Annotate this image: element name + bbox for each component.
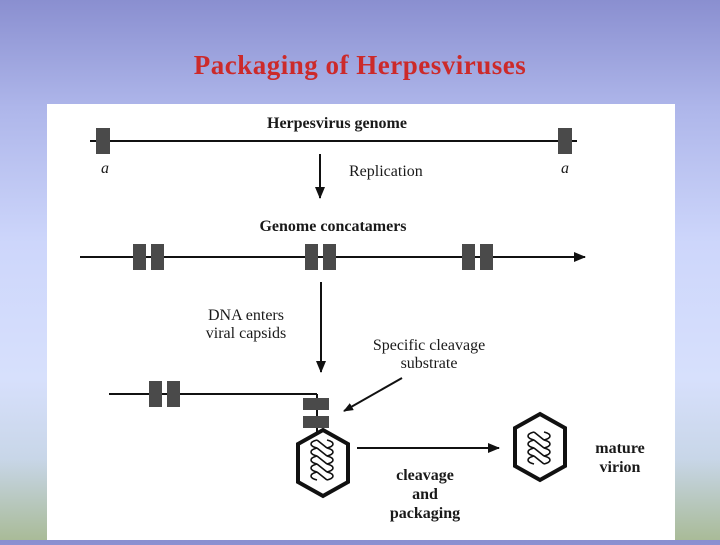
dna-enters-label-line2: viral capsids: [206, 325, 286, 342]
cleavage-label-line2: and: [412, 486, 438, 503]
cleavage-substrate-label-line1: Specific cleavage: [373, 337, 485, 354]
concatamer-block: [462, 244, 475, 270]
genome-label: Herpesvirus genome: [267, 115, 407, 132]
concatamer-block: [323, 244, 336, 270]
feeding-block: [167, 381, 180, 407]
concatamer-block: [133, 244, 146, 270]
terminal-label-right: a: [561, 160, 569, 177]
feeding-block: [149, 381, 162, 407]
slide-title: Packaging of Herpesviruses: [193, 50, 527, 80]
cleavage-label-line1: cleavage: [396, 467, 454, 484]
dna-enters-label-line1: DNA enters: [208, 307, 284, 324]
mature-label-line2: virion: [600, 459, 641, 476]
mature-capsid: [513, 411, 567, 483]
cleavage-substrate-label-line2: substrate: [401, 355, 458, 372]
cleavage-site-block: [303, 416, 329, 428]
replication-label: Replication: [349, 163, 423, 180]
cleavage-site-block: [303, 398, 329, 410]
concatamer-block: [151, 244, 164, 270]
cleavage-substrate-arrow: [343, 377, 403, 412]
packaging-diagram: Herpesvirus genome a a Replication Genom…: [80, 115, 645, 522]
concatamer-block: [480, 244, 493, 270]
terminal-repeat-right: [558, 128, 572, 154]
concatamers-label: Genome concatamers: [259, 218, 406, 235]
terminal-repeat-left: [96, 128, 110, 154]
capsid-filling: [296, 427, 350, 499]
concatamer-block: [305, 244, 318, 270]
mature-dna-coil: [527, 431, 551, 465]
diagram-panel: Herpesvirus genome a a Replication Genom…: [47, 104, 675, 540]
mature-label-line1: mature: [595, 440, 644, 457]
packaged-dna-coil: [310, 439, 334, 481]
cleavage-label-line3: packaging: [390, 505, 460, 522]
terminal-label-left: a: [101, 160, 109, 177]
